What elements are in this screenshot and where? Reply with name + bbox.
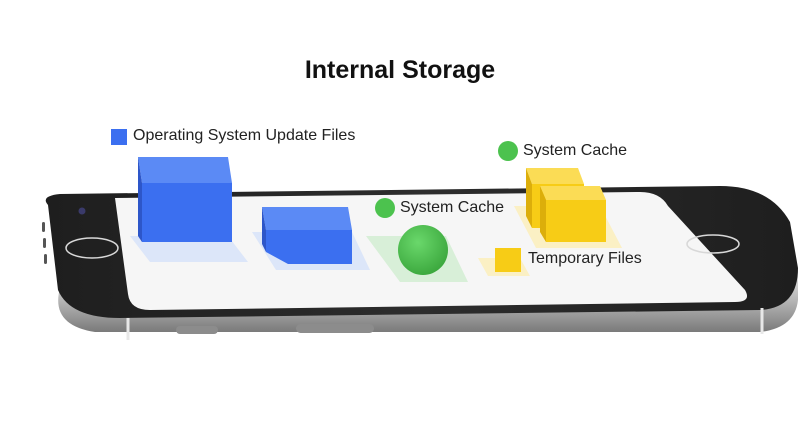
label-system-cache-top: System Cache: [523, 142, 628, 159]
camera-icon: [78, 207, 86, 215]
label-system-cache-mid: System Cache: [400, 199, 505, 216]
blue-legend-icon: [111, 129, 127, 145]
home-button-icon: [686, 234, 740, 254]
side-button-small: [176, 326, 218, 334]
green-legend-icon: [498, 141, 518, 161]
yellow-cube-icon: [540, 186, 606, 242]
speaker-grille: [42, 222, 47, 264]
diagram-title: Internal Storage: [304, 56, 496, 84]
blue-cube-icon: [138, 157, 232, 242]
green-sphere-icon: [398, 225, 448, 275]
green-legend-icon: [375, 198, 395, 218]
label-os-update-files: Operating System Update Files: [133, 127, 356, 144]
yellow-legend-icon: [495, 248, 521, 272]
blue-cube-icon: [262, 207, 352, 264]
side-button-long: [296, 324, 374, 333]
blue-cube-shadow: [130, 236, 248, 262]
home-button-icon: [65, 237, 119, 259]
label-temporary-files: Temporary Files: [528, 250, 642, 267]
